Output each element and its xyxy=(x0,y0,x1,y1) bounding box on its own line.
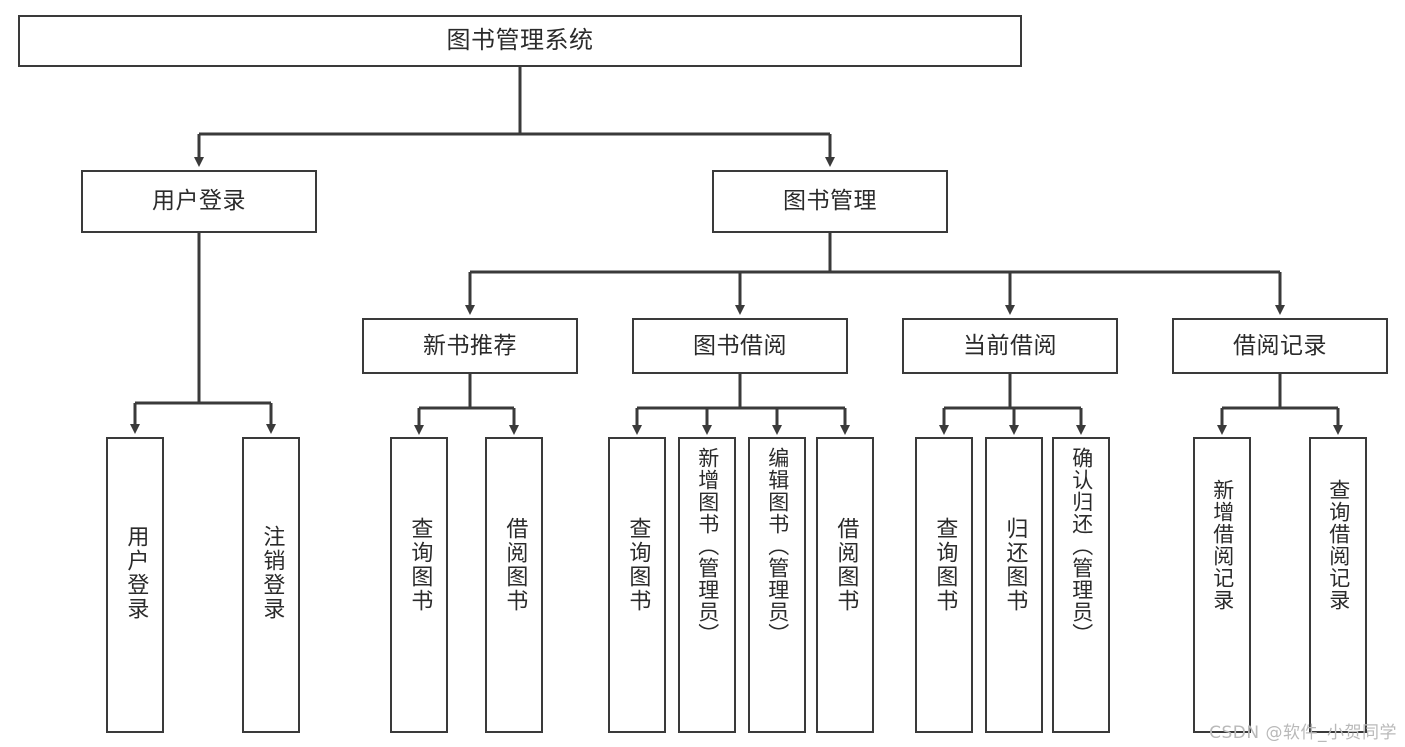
node-new-book-recommend[interactable]: 新书推荐 xyxy=(362,318,578,374)
node-root-system[interactable]: 图书管理系统 xyxy=(18,15,1022,67)
node-book-borrow[interactable]: 图书借阅 xyxy=(632,318,848,374)
node-label: 注销登录 xyxy=(259,525,285,621)
node-label: 归还图书 xyxy=(1002,517,1028,613)
node-label: 查询图书 xyxy=(932,517,958,613)
node-label: 当前借阅 xyxy=(963,332,1057,359)
node-label: 查询借阅记录 xyxy=(1326,479,1351,611)
leaf-borrow-book[interactable]: 借阅图书 xyxy=(816,437,874,733)
node-label: 图书管理 xyxy=(783,188,877,215)
node-label: 借阅图书 xyxy=(833,517,859,613)
leaf-add-borrow-record[interactable]: 新增借阅记录 xyxy=(1193,437,1251,733)
node-label: 新书推荐 xyxy=(423,332,517,359)
node-label: 查询图书 xyxy=(407,517,433,613)
leaf-add-book-admin[interactable]: 新增图书（管理员） xyxy=(678,437,736,733)
node-label: 新增图书（管理员） xyxy=(695,447,720,645)
leaf-return-book[interactable]: 归还图书 xyxy=(985,437,1043,733)
node-user-login[interactable]: 用户登录 xyxy=(81,170,317,233)
node-book-management[interactable]: 图书管理 xyxy=(712,170,948,233)
leaf-query-borrow-record[interactable]: 查询借阅记录 xyxy=(1309,437,1367,733)
node-label: 借阅记录 xyxy=(1233,332,1327,359)
node-label: 图书借阅 xyxy=(693,332,787,359)
node-label: 编辑图书（管理员） xyxy=(765,447,790,645)
csdn-watermark: CSDN @软件_小贺同学 xyxy=(1209,723,1397,743)
node-current-borrow[interactable]: 当前借阅 xyxy=(902,318,1118,374)
node-label: 确认归还（管理员） xyxy=(1069,447,1094,645)
node-borrow-record[interactable]: 借阅记录 xyxy=(1172,318,1388,374)
node-label: 用户登录 xyxy=(123,525,149,621)
node-label: 新增借阅记录 xyxy=(1210,479,1235,611)
leaf-edit-book-admin[interactable]: 编辑图书（管理员） xyxy=(748,437,806,733)
node-label: 用户登录 xyxy=(152,188,246,215)
node-label: 图书管理系统 xyxy=(446,26,594,55)
leaf-query-book-borrow[interactable]: 查询图书 xyxy=(608,437,666,733)
leaf-user-login[interactable]: 用户登录 xyxy=(106,437,164,733)
leaf-confirm-return-admin[interactable]: 确认归还（管理员） xyxy=(1052,437,1110,733)
leaf-logout[interactable]: 注销登录 xyxy=(242,437,300,733)
node-label: 借阅图书 xyxy=(502,517,528,613)
node-label: 查询图书 xyxy=(625,517,651,613)
leaf-query-book-new[interactable]: 查询图书 xyxy=(390,437,448,733)
leaf-borrow-book-new[interactable]: 借阅图书 xyxy=(485,437,543,733)
leaf-query-book-current[interactable]: 查询图书 xyxy=(915,437,973,733)
